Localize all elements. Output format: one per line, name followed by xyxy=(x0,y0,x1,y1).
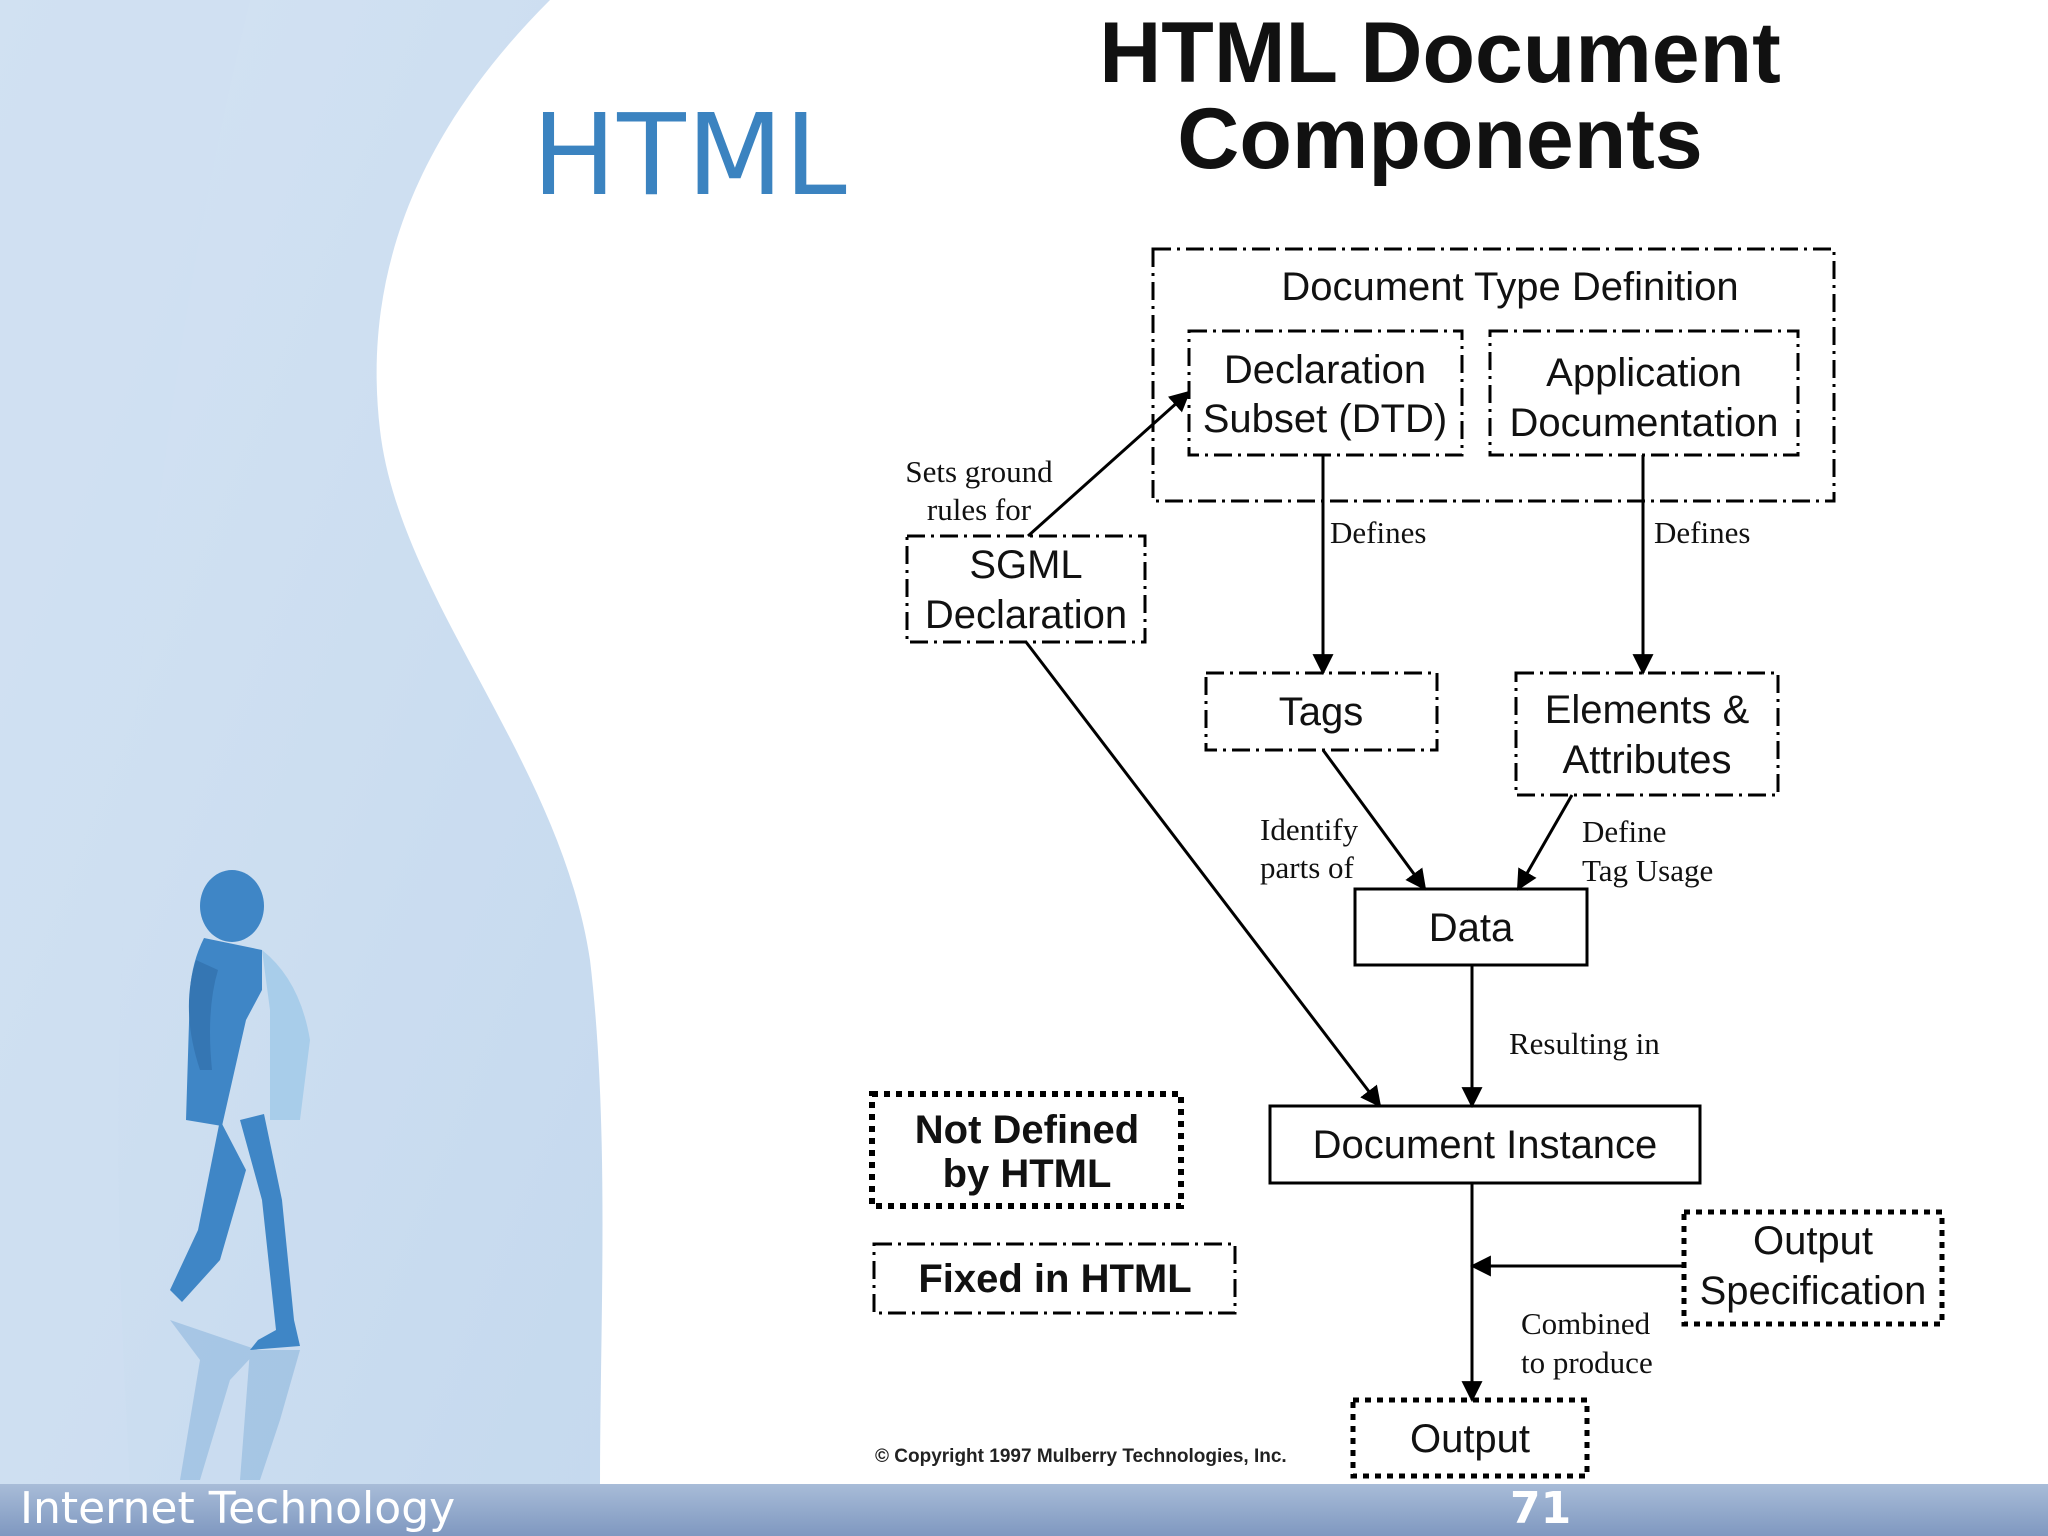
edge-label-identify-1: Identify xyxy=(1260,812,1359,847)
sgml-declaration-label-2: Declaration xyxy=(925,593,1127,637)
edge-label-define-tag-2: Tag Usage xyxy=(1582,853,1713,888)
document-instance-label: Document Instance xyxy=(1313,1123,1658,1167)
legend-not-defined-label-1: Not Defined xyxy=(915,1108,1139,1152)
legend-not-defined-label-2: by HTML xyxy=(943,1152,1112,1196)
edge-label-identify-2: parts of xyxy=(1260,850,1355,885)
dtd-group-label: Document Type Definition xyxy=(1281,265,1738,309)
edge-label-resulting-in: Resulting in xyxy=(1509,1026,1660,1061)
output-specification-label-1: Output xyxy=(1753,1219,1873,1263)
figure-title-line1: HTML Document xyxy=(1099,5,1781,101)
walking-person-icon xyxy=(170,870,310,1350)
edge-label-defines-2: Defines xyxy=(1654,515,1750,550)
data-label: Data xyxy=(1429,906,1514,950)
edge-label-combined-1: Combined xyxy=(1521,1306,1651,1341)
footer-bar xyxy=(0,1484,2048,1536)
legend-not-defined-box xyxy=(869,1091,1184,1209)
dtd-group-box xyxy=(1151,247,1836,503)
figure-title: HTML Document Components xyxy=(1000,10,1880,182)
edge-sgml-to-dtd xyxy=(1027,390,1191,538)
edge-label-sets-ground-1: Sets ground xyxy=(905,454,1053,489)
elements-attributes-label-1: Elements & xyxy=(1545,688,1750,732)
slide-title: HTML xyxy=(532,91,848,221)
edge-elements-to-data xyxy=(1516,794,1574,891)
footer-title: Internet Technology xyxy=(20,1483,456,1534)
edge-sgml-to-instance xyxy=(1024,641,1382,1108)
sgml-declaration-label-1: SGML xyxy=(969,543,1082,587)
elements-attributes-label-2: Attributes xyxy=(1563,738,1732,782)
edge-label-defines-1: Defines xyxy=(1330,515,1426,550)
legend-fixed-box xyxy=(872,1242,1237,1315)
output-specification-label-2: Specification xyxy=(1700,1269,1927,1313)
document-instance-box xyxy=(1268,1104,1702,1185)
declaration-subset-label-1: Declaration xyxy=(1224,348,1426,392)
output-box xyxy=(1350,1397,1590,1479)
application-documentation-label-2: Documentation xyxy=(1509,401,1778,445)
tags-label: Tags xyxy=(1279,690,1364,734)
diagram-edges xyxy=(1024,390,1684,1403)
edge-label-define-tag-1: Define xyxy=(1582,814,1666,849)
output-label: Output xyxy=(1410,1417,1530,1461)
declaration-subset-label-2: Subset (DTD) xyxy=(1203,397,1448,441)
page-number: 71 xyxy=(1510,1483,1572,1534)
edge-label-sets-ground-2: rules for xyxy=(927,492,1032,527)
copyright-text: © Copyright 1997 Mulberry Technologies, … xyxy=(875,1446,1287,1467)
output-specification-box xyxy=(1681,1209,1945,1327)
legend-fixed-label: Fixed in HTML xyxy=(918,1257,1191,1301)
application-documentation-label-1: Application xyxy=(1546,351,1742,395)
figure-title-line2: Components xyxy=(1177,91,1703,187)
elements-attributes-box xyxy=(1514,671,1780,797)
edge-label-combined-2: to produce xyxy=(1521,1345,1653,1380)
edge-tags-to-data xyxy=(1321,749,1427,891)
